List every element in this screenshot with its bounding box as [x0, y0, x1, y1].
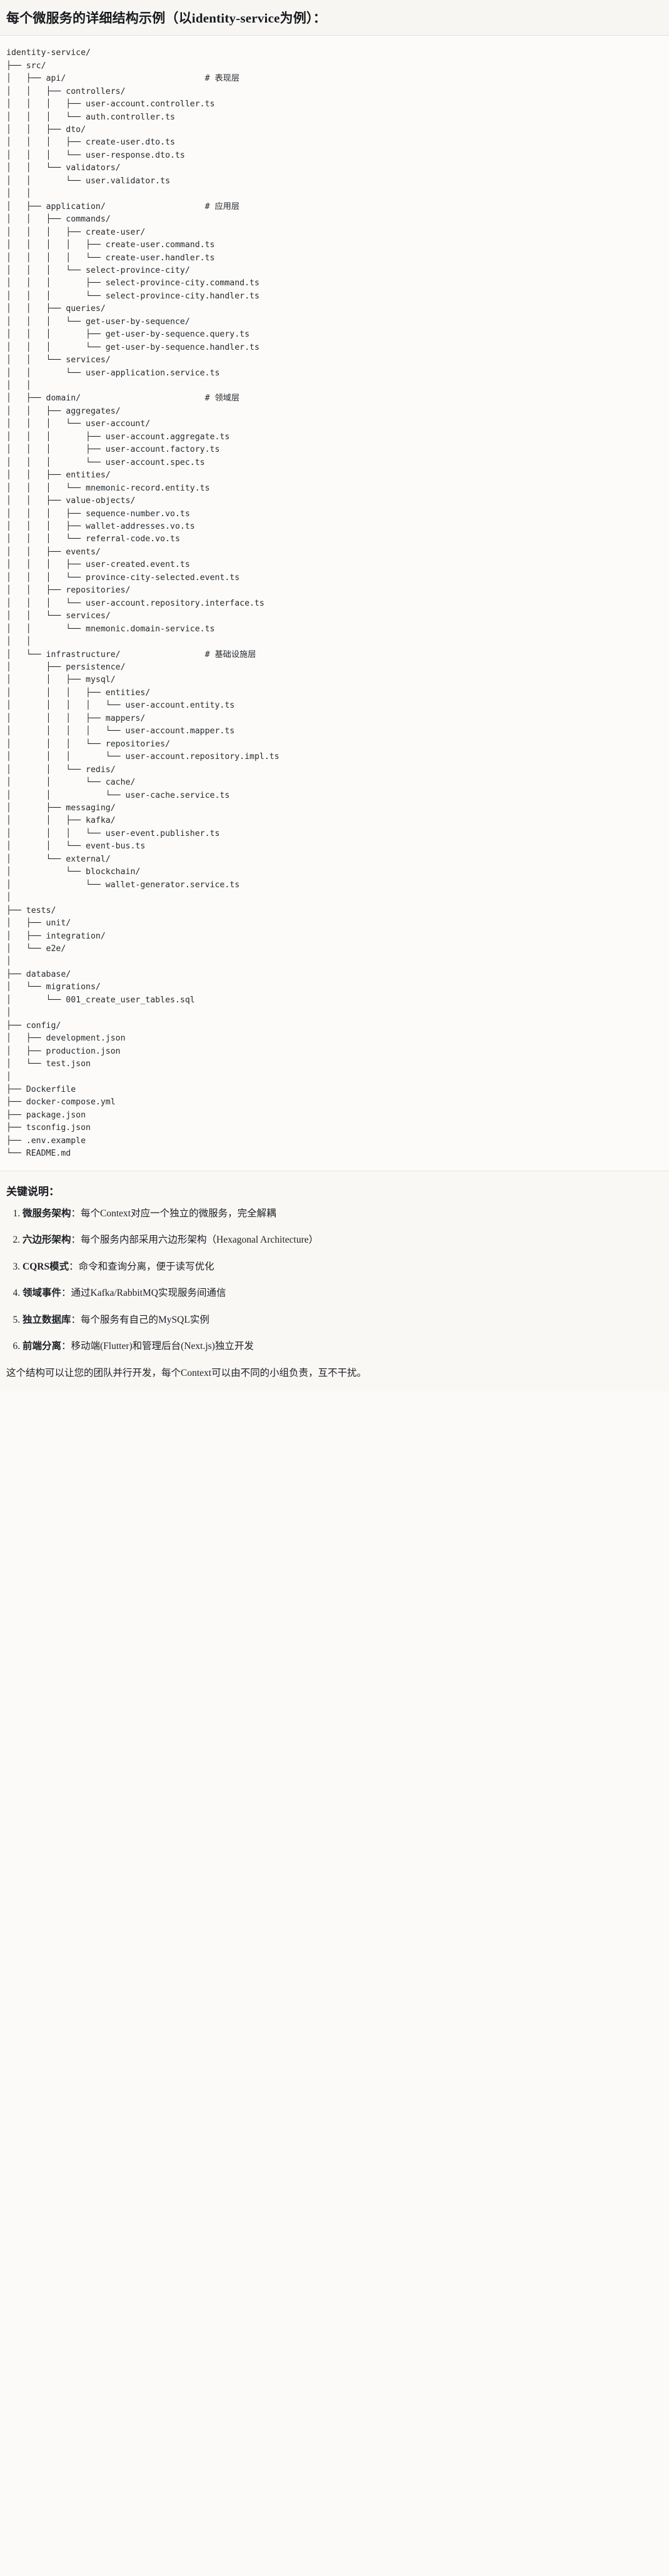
note-item: 前端分离：移动端(Flutter)和管理后台(Next.js)独立开发	[23, 1340, 663, 1353]
key-notes-section: 关键说明： 微服务架构：每个Context对应一个独立的微服务，完全解耦 六边形…	[0, 1170, 669, 1391]
note-item: CQRS模式：命令和查询分离，便于读写优化	[23, 1260, 663, 1274]
notes-list: 微服务架构：每个Context对应一个独立的微服务，完全解耦 六边形架构：每个服…	[6, 1207, 663, 1354]
note-term: 独立数据库	[23, 1314, 71, 1325]
closing-paragraph: 这个结构可以让您的团队并行开发，每个Context可以由不同的小组负责，互不干扰…	[6, 1368, 367, 1379]
note-desc: ：每个服务有自己的MySQL实例	[71, 1314, 209, 1325]
directory-tree: identity-service/ ├── src/ │ ├── api/ # …	[6, 48, 279, 1159]
note-term: 微服务架构	[23, 1208, 71, 1219]
note-item: 微服务架构：每个Context对应一个独立的微服务，完全解耦	[23, 1207, 663, 1221]
title-band: 每个微服务的详细结构示例（以identity-service为例）：	[0, 0, 669, 36]
page-title: 每个微服务的详细结构示例（以identity-service为例）：	[6, 11, 326, 26]
note-desc: ：每个服务内部采用六边形架构（Hexagonal Architecture）	[71, 1235, 319, 1246]
note-desc: ：命令和查询分离，便于读写优化	[69, 1261, 214, 1272]
note-term: 领域事件	[23, 1288, 62, 1299]
note-item: 六边形架构：每个服务内部采用六边形架构（Hexagonal Architectu…	[23, 1233, 663, 1247]
note-term: 六边形架构	[23, 1235, 71, 1246]
note-desc: ：移动端(Flutter)和管理后台(Next.js)独立开发	[61, 1341, 254, 1352]
directory-tree-block: identity-service/ ├── src/ │ ├── api/ # …	[0, 36, 669, 1171]
note-item: 领域事件：通过Kafka/RabbitMQ实现服务间通信	[23, 1286, 663, 1300]
note-item: 独立数据库：每个服务有自己的MySQL实例	[23, 1313, 663, 1327]
note-term: 前端分离	[23, 1341, 62, 1352]
note-desc: ：每个Context对应一个独立的微服务，完全解耦	[71, 1208, 276, 1219]
notes-heading: 关键说明：	[6, 1185, 59, 1198]
note-term: CQRS模式	[23, 1261, 69, 1272]
note-desc: ：通过Kafka/RabbitMQ实现服务间通信	[61, 1288, 226, 1299]
